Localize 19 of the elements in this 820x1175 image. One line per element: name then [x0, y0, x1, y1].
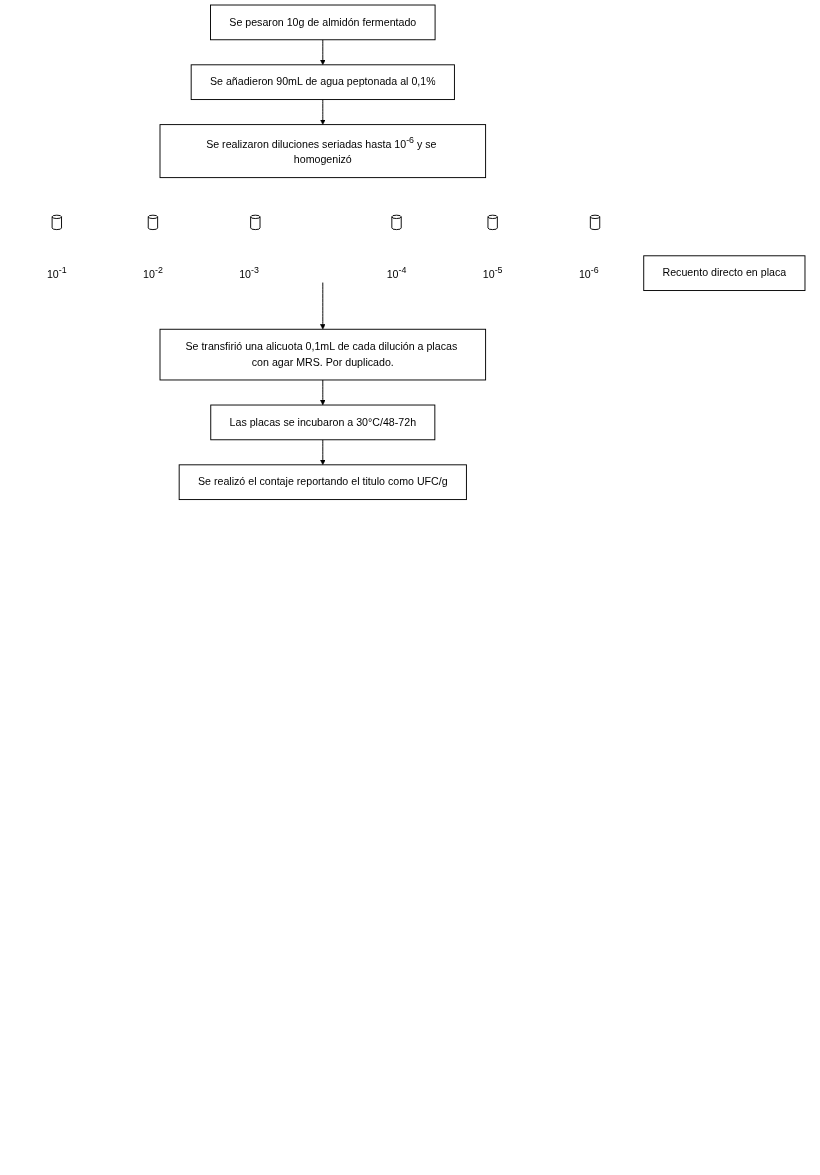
node-box: Las placas se incubaron a 30°C/48-72h — [210, 404, 436, 441]
node-box: Se pesaron 10g de almidón fermentado — [210, 4, 436, 41]
node-cylinder — [250, 214, 261, 231]
node-cylinder — [589, 214, 601, 231]
node-label: 10$^{-4}$ — [386, 265, 407, 281]
node-box: Recuento directo en placa — [643, 255, 806, 291]
node-label: 10$^{-5}$ — [482, 265, 503, 281]
node-cylinder — [487, 214, 498, 231]
node-cylinder — [147, 214, 159, 231]
node-cylinder — [391, 214, 402, 231]
node-box: Se añadieron 90mL de agua peptonada al 0,1% — [190, 64, 455, 101]
node-box: Se realizó el contaje reportando el titulo como UFC/g — [178, 464, 467, 501]
node-box: Se transfirió una alicuota 0,1mL de cada dilución a placas con agar MRS. Por duplicado. — [159, 328, 487, 381]
node-box: Se realizaron diluciones seriadas hasta 10$^{-6}$ y se homogenizó — [159, 124, 487, 179]
node-cylinder — [51, 214, 62, 231]
node-label: 10$^{-2}$ — [143, 265, 163, 281]
node-label: 10$^{-3}$ — [239, 265, 259, 281]
node-label: 10$^{-6}$ — [578, 265, 599, 281]
node-label: 10$^{-1}$ — [46, 265, 67, 281]
